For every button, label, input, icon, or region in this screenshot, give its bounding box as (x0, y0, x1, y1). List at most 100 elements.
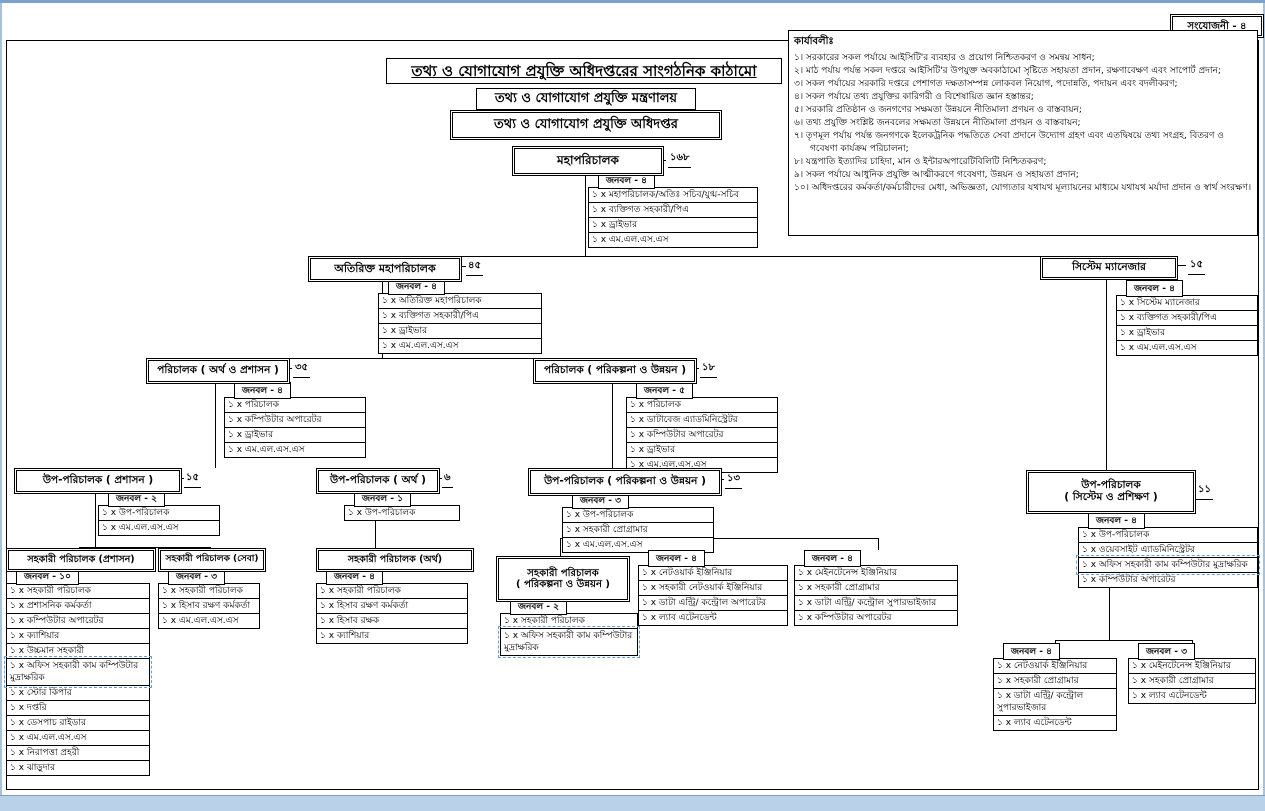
dd-sys-title-line1: উপ-পরিচালক (1081, 479, 1141, 492)
staff-row: ১ x পরিচালক (224, 397, 366, 413)
staff-row: ১ x ড্রাইভার (378, 323, 542, 339)
staff-row: ১ x মেইনটেনেন্স ইঞ্জিনিয়ার (1128, 658, 1256, 674)
function-item: ৫। সরকারি প্রতিষ্ঠান ও জনগণের সক্ষমতা উন… (794, 105, 1082, 115)
staff-row: ১ x সহকারী প্রোগ্রামার (562, 522, 714, 538)
staff-row: ১ x এম.এল.এস.এস (562, 537, 714, 553)
function-item: ১। সরকারের সকল পর্যায়ে আইসিটি'র ব্যবহার… (794, 53, 1095, 63)
dd-fin-staff-list: ১ x উপ-পরিচালক (344, 505, 460, 521)
staff-row: ১ x ক্যাশিয়ার (6, 628, 150, 644)
staff-row: ১ x উপ-পরিচালক (562, 507, 714, 523)
staff-row: ১ x ক্যাশিয়ার (316, 628, 468, 644)
staff-row: ১ x কম্পিউটার অপারেটর (224, 412, 366, 428)
staff-row: ১ x ডাটাবেজ এ্যাডমিনিস্ট্রেটর (626, 412, 778, 428)
staff-row: ১ x ওয়েবসাইট এ্যাডমিনিস্ট্রেটর (1078, 542, 1258, 558)
node-director-planning-dev: পরিচালক ( পরিকল্পনা ও উন্নয়ন ) (533, 358, 697, 384)
connector-line (1055, 640, 1056, 643)
node-director-finance-admin: পরিচালক ( অর্থ ও প্রশাসন ) (146, 358, 290, 384)
ad-plan-title-line2: ( পরিকল্পনা ও উন্নয়ন ) (516, 579, 610, 590)
function-item: ২। মাঠ পর্যায় পর্যন্ত সকল দপ্তরে আইসিটি… (794, 66, 1221, 76)
staff-row: ১ x পরিচালক (626, 397, 778, 413)
staff-row: ১ x অতিরিক্ত মহাপরিচালক (378, 293, 542, 309)
connector-line (585, 170, 586, 256)
staff-row: ১ x এম.এল.এস.এস (378, 338, 542, 354)
staff-row: ১ x সহকারী পরিচালক (158, 583, 260, 599)
staff-row: ১ x ডেসপাচ রাইডার (6, 715, 150, 731)
dd-fin-staff-panel: জনবল - ১ ১ x উপ-পরিচালক (344, 490, 460, 521)
ministry-title: তথ্য ও যোগাযোগ প্রযুক্তি মন্ত্রণালয় (476, 88, 696, 110)
connector-line (382, 256, 1106, 257)
staff-row: ১ x অফিস সহকারী কাম কম্পিউটার মুদ্রাক্ষর… (4, 656, 152, 688)
staff-row: ১ x এম.এল.এস.এস (98, 520, 220, 536)
connector-line (1172, 265, 1186, 266)
function-item: ৬। তথ্য প্রযুক্তি সংশ্লিষ্ট জনবলের সক্ষম… (794, 118, 1081, 128)
staff-row: ১ x হিসাব রক্ষণ কর্মকর্তা (158, 598, 260, 614)
staff-row: ১ x নেটওয়ার্ক ইঞ্জিনিয়ার (638, 565, 788, 581)
connector-line (1055, 640, 1192, 641)
function-item: ৪। সকল পর্যায়ে তথ্য প্রযুক্তির কারিগরী … (794, 92, 1034, 102)
staff-row: ১ x সহকারী প্রোগ্রামার (993, 673, 1117, 689)
staff-row: ১ x সহকারী প্রোগ্রামার (794, 580, 958, 596)
node-assistant-director-service: সহকারী পরিচালক (সেবা) (158, 548, 266, 572)
staff-count-label: জনবল - ৪ (234, 382, 291, 399)
staff-row: ১ x কম্পিউটার অপারেটর (626, 427, 778, 443)
ad-plan-title-line1: সহকারী পরিচালক (527, 568, 599, 579)
staff-row: ১ x প্রশাসনিক কর্মকর্তা (6, 598, 150, 614)
staff-row: ১ x ড্রাইভার (588, 217, 758, 233)
staff-row: ১ x ঝাড়ুদার (6, 760, 150, 776)
node-system-manager: সিস্টেম ম্যানেজার (1040, 256, 1178, 280)
function-item: ৯। সকল পর্যায়ে আধুনিক প্রযুক্তি আত্মীকর… (794, 170, 1079, 180)
function-item: ৩। সকল পর্যায়ের সরকারি দপ্তরে পেশাগত দক… (794, 79, 1178, 89)
staff-row: ১ x মেইনটেনেন্স ইঞ্জিনিয়ার (794, 565, 958, 581)
staff-count-label: জনবল - ৪ (804, 550, 861, 567)
staff-row: ১ x ব্যক্তিগত সহকারী/পিএ (1116, 310, 1258, 326)
dd-pd-post-count: ১৩ (725, 471, 742, 489)
staff-row: ১ x ডাটা এন্ট্রি/ কন্ট্রোল সুপারভাইজার (794, 595, 958, 611)
staff-row: ১ x সহকারী পরিচালক (6, 583, 150, 599)
staff-row: ১ x নিরাপত্তা প্রহরী (6, 745, 150, 761)
dd-sys-post-count: ১১ (1196, 482, 1213, 500)
functions-heading: কার্যাবলীঃ (794, 36, 834, 47)
node-deputy-director-admin: উপ-পরিচালক ( প্রশাসন ) (14, 468, 182, 494)
connector-line (612, 378, 613, 468)
staff-row: ১ x সহকারী নেটওয়ার্ক ইঞ্জিনিয়ার (638, 580, 788, 596)
connector-line (95, 488, 96, 548)
staff-row: ১ x কম্পিউটার অপারেটর (6, 613, 150, 629)
staff-row: ১ x হিসাব রক্ষণ কর্মকর্তা (316, 598, 468, 614)
staff-row: ১ x হিসাব রক্ষক (316, 613, 468, 629)
staff-row: ১ x সিস্টেম ম্যানেজার (1116, 295, 1258, 311)
staff-row: ১ x এম.এল.এস.এস (6, 730, 150, 746)
staff-row: ১ x অফিস সহকারী কাম কম্পিউটার মুদ্রাক্ষর… (498, 626, 640, 658)
connector-line (560, 538, 878, 539)
staff-row: ১ x দপ্তরি (6, 700, 150, 716)
node-additional-dg: অতিরিক্ত মহাপরিচালক (308, 256, 462, 282)
function-item: ৮। যন্ত্রপাতি ইত্যাদির চাহিদা, মান ও ইন্… (794, 157, 1047, 167)
staff-count-label: জনবল - ৫ (636, 382, 693, 399)
connector-line (215, 378, 216, 468)
adg-post-count: ৪৫ (466, 258, 483, 276)
dd-sys-title-line2: ( সিস্টেম ও প্রশিক্ষণ ) (1064, 491, 1158, 503)
horizontal-scrollbar[interactable] (0, 795, 1265, 811)
staff-row: ১ x অফিস সহকারী কাম কম্পিউটার মুদ্রাক্ষর… (1076, 555, 1260, 575)
node-deputy-director-system-training: উপ-পরিচালক ( সিস্টেম ও প্রশিক্ষণ ) (1026, 470, 1196, 514)
staff-row: ১ x নেটওয়ার্ক ইঞ্জিনিয়ার (993, 658, 1117, 674)
